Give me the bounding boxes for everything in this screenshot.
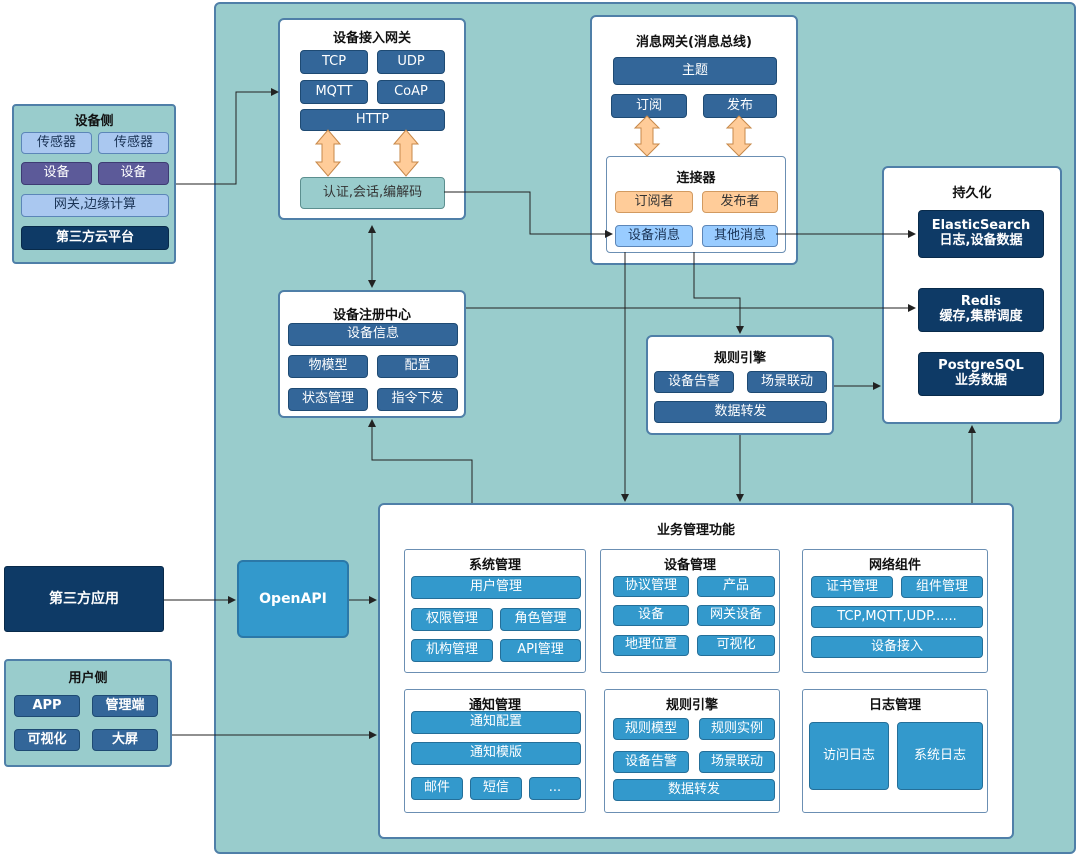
notify-template-box: 通知模版 [411,742,581,765]
third-party-cloud-box: 第三方云平台 [21,226,169,250]
tcp-box: TCP [300,50,368,74]
postgresql-box: PostgreSQL 业务数据 [918,352,1044,396]
gateway-device-box: 网关设备 [697,605,775,626]
geo-location-box: 地理位置 [613,635,689,656]
api-management-box: API管理 [500,639,581,662]
device-message-box: 设备消息 [615,225,693,247]
notification-management-panel: 通知管理 通知配置 通知模版 邮件 短信 ... [404,689,586,813]
user-side-panel: 用户侧 APP 管理端 可视化 大屏 [4,659,172,767]
sensor-box: 传感器 [98,132,169,154]
business-title: 业务管理功能 [656,523,735,538]
rule-engine-panel: 规则引擎 设备告警 场景联动 数据转发 [646,335,834,435]
postgresql-name: PostgreSQL [938,358,1024,374]
rule-model-box: 规则模型 [613,718,689,740]
device-visualization-box: 可视化 [697,635,775,656]
role-management-box: 角色管理 [500,608,581,631]
user-side-title: 用户侧 [68,671,108,686]
log-management-panel: 日志管理 访问日志 系统日志 [802,689,988,813]
device-registry-panel: 设备注册中心 设备信息 物模型 配置 状态管理 指令下发 [278,290,466,418]
elasticsearch-name: ElasticSearch [931,218,1031,234]
command-dispatch-box: 指令下发 [377,388,458,411]
state-management-box: 状态管理 [288,388,368,411]
auth-session-codec-box: 认证,会话,编解码 [300,177,445,209]
access-gateway-title: 设备接入网关 [332,31,411,46]
access-log-box: 访问日志 [809,722,889,790]
big-screen-box: 大屏 [92,729,158,751]
coap-box: CoAP [377,80,445,104]
connector-title: 连接器 [676,171,716,186]
business-rule-engine-panel: 规则引擎 规则模型 规则实例 设备告警 场景联动 数据转发 [604,689,780,813]
persistence-panel: 持久化 ElasticSearch 日志,设备数据 Redis 缓存,集群调度 … [882,166,1062,424]
network-components-title: 网络组件 [868,558,921,573]
postgresql-desc: 业务数据 [954,373,1007,388]
system-log-box: 系统日志 [897,722,983,790]
visualization-box: 可视化 [14,729,80,751]
rule-engine-title: 规则引擎 [713,351,766,366]
business-data-forwarding-box: 数据转发 [613,779,775,801]
app-box: APP [14,695,80,717]
admin-console-box: 管理端 [92,695,158,717]
device-side-panel: 设备侧 传感器 传感器 设备 设备 网关,边缘计算 第三方云平台 [12,104,176,264]
protocols-list-box: TCP,MQTT,UDP...... [811,606,983,628]
other-message-box: 其他消息 [702,225,778,247]
publisher-box: 发布者 [702,191,778,213]
protocol-management-box: 协议管理 [613,576,689,597]
http-box: HTTP [300,109,445,131]
topic-box: 主题 [613,57,777,85]
message-gateway-title: 消息网关(消息总线) [636,35,752,50]
sensor-box: 传感器 [21,132,92,154]
sms-box: 短信 [470,777,522,800]
business-device-alarm-box: 设备告警 [613,751,689,773]
config-box: 配置 [377,355,458,378]
rule-instance-box: 规则实例 [699,718,775,740]
email-box: 邮件 [411,777,463,800]
message-gateway-panel: 消息网关(消息总线) 主题 订阅 发布 连接器 订阅者 发布者 设备消息 其他消… [590,15,798,265]
redis-desc: 缓存,集群调度 [939,309,1023,324]
device-alarm-box: 设备告警 [654,371,734,393]
device-management-title: 设备管理 [663,558,716,573]
udp-box: UDP [377,50,445,74]
business-management-panel: 业务管理功能 系统管理 用户管理 权限管理 角色管理 机构管理 API管理 设备… [378,503,1014,839]
business-rule-engine-title: 规则引擎 [665,698,718,713]
network-components-panel: 网络组件 证书管理 组件管理 TCP,MQTT,UDP...... 设备接入 [802,549,988,673]
thing-model-box: 物模型 [288,355,368,378]
persistence-title: 持久化 [952,186,992,201]
scene-linkage-box: 场景联动 [747,371,827,393]
edge-gateway-box: 网关,边缘计算 [21,194,169,217]
data-forwarding-box: 数据转发 [654,401,827,423]
system-management-title: 系统管理 [468,558,521,573]
openapi-box: OpenAPI [237,560,349,638]
subscribe-box: 订阅 [611,94,687,118]
registry-title: 设备注册中心 [332,308,411,323]
cert-management-box: 证书管理 [811,576,893,598]
notify-config-box: 通知配置 [411,711,581,734]
permission-management-box: 权限管理 [411,608,493,631]
device-access-box: 设备接入 [811,636,983,658]
device-management-panel: 设备管理 协议管理 产品 设备 网关设备 地理位置 可视化 [600,549,780,673]
product-box: 产品 [697,576,775,597]
mqtt-box: MQTT [300,80,368,104]
device-box: 设备 [21,162,92,185]
device-access-gateway-panel: 设备接入网关 TCP UDP MQTT CoAP HTTP 认证,会话,编解码 [278,18,466,220]
device-side-title: 设备侧 [74,114,114,129]
subscriber-box: 订阅者 [615,191,693,213]
publish-box: 发布 [703,94,777,118]
device-info-box: 设备信息 [288,323,458,346]
connector-panel: 连接器 订阅者 发布者 设备消息 其他消息 [606,156,786,253]
system-management-panel: 系统管理 用户管理 权限管理 角色管理 机构管理 API管理 [404,549,586,673]
redis-box: Redis 缓存,集群调度 [918,288,1044,332]
device-item-box: 设备 [613,605,689,626]
third-party-app-box: 第三方应用 [4,566,164,632]
user-management-box: 用户管理 [411,576,581,599]
log-management-title: 日志管理 [868,698,921,713]
device-box: 设备 [98,162,169,185]
elasticsearch-box: ElasticSearch 日志,设备数据 [918,210,1044,258]
business-scene-linkage-box: 场景联动 [699,751,775,773]
elasticsearch-desc: 日志,设备数据 [939,233,1023,248]
notification-management-title: 通知管理 [468,698,521,713]
org-management-box: 机构管理 [411,639,493,662]
redis-name: Redis [960,294,1002,310]
more-box: ... [529,777,581,800]
component-management-box: 组件管理 [901,576,983,598]
